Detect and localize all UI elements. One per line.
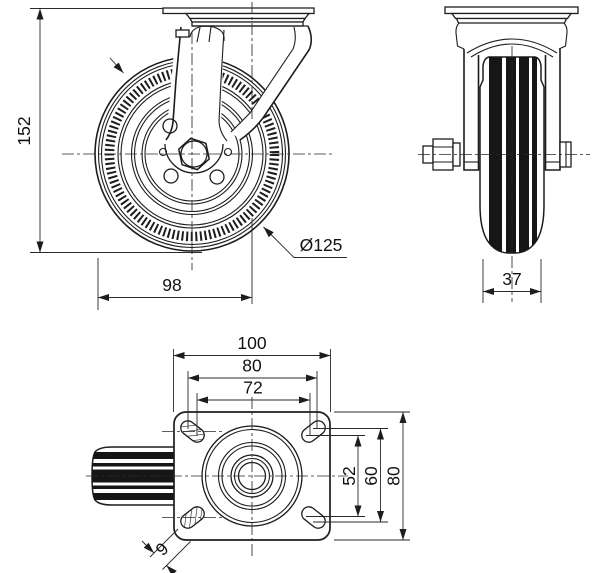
dim-plate-width: 100: [237, 333, 266, 353]
dim-plate-depth: 80: [384, 466, 404, 486]
dim-hole-spacing-h-outer: 80: [242, 356, 262, 376]
plate-slab-side: [162, 7, 315, 15]
plate-slab-front: [444, 6, 579, 15]
hub-hole-small: [223, 147, 233, 157]
bolt-slot: [301, 506, 326, 529]
hub-hole: [209, 169, 225, 185]
fork-crown-arc: [466, 38, 558, 54]
hub-hole: [163, 168, 179, 184]
bolt-slot: [301, 420, 326, 443]
dim-overall-height: 152: [14, 116, 34, 145]
side-dimensions: 152 98 Ø125: [14, 8, 347, 310]
dim-hole-spacing-v-outer: 60: [361, 466, 381, 486]
dim-slot-width: 9: [151, 538, 172, 559]
dim-hole-spacing-h-inner: 72: [243, 378, 262, 398]
front-dimensions: 37: [482, 259, 542, 303]
tire-tread-front: [489, 57, 537, 253]
fork-leg-right: [544, 49, 561, 171]
front-view: 37: [418, 6, 590, 303]
axle-bolt-circle: [180, 140, 208, 168]
swivel-fork: [162, 7, 315, 183]
dim-wheel-diameter: Ø125: [300, 235, 343, 255]
fork-leg-left: [463, 49, 480, 171]
dim-wheel-width: 37: [502, 269, 521, 289]
dim-wheel-offset: 98: [162, 275, 181, 295]
hub-hole: [162, 118, 178, 134]
side-view: 152 98 Ø125: [14, 2, 347, 310]
hub-hole-small: [158, 147, 168, 157]
grease-fitting-tab: [175, 29, 190, 38]
dim-hole-spacing-v-inner: 52: [339, 466, 359, 485]
top-plate-view: 100 80 72 52 60 80 9: [86, 333, 410, 573]
